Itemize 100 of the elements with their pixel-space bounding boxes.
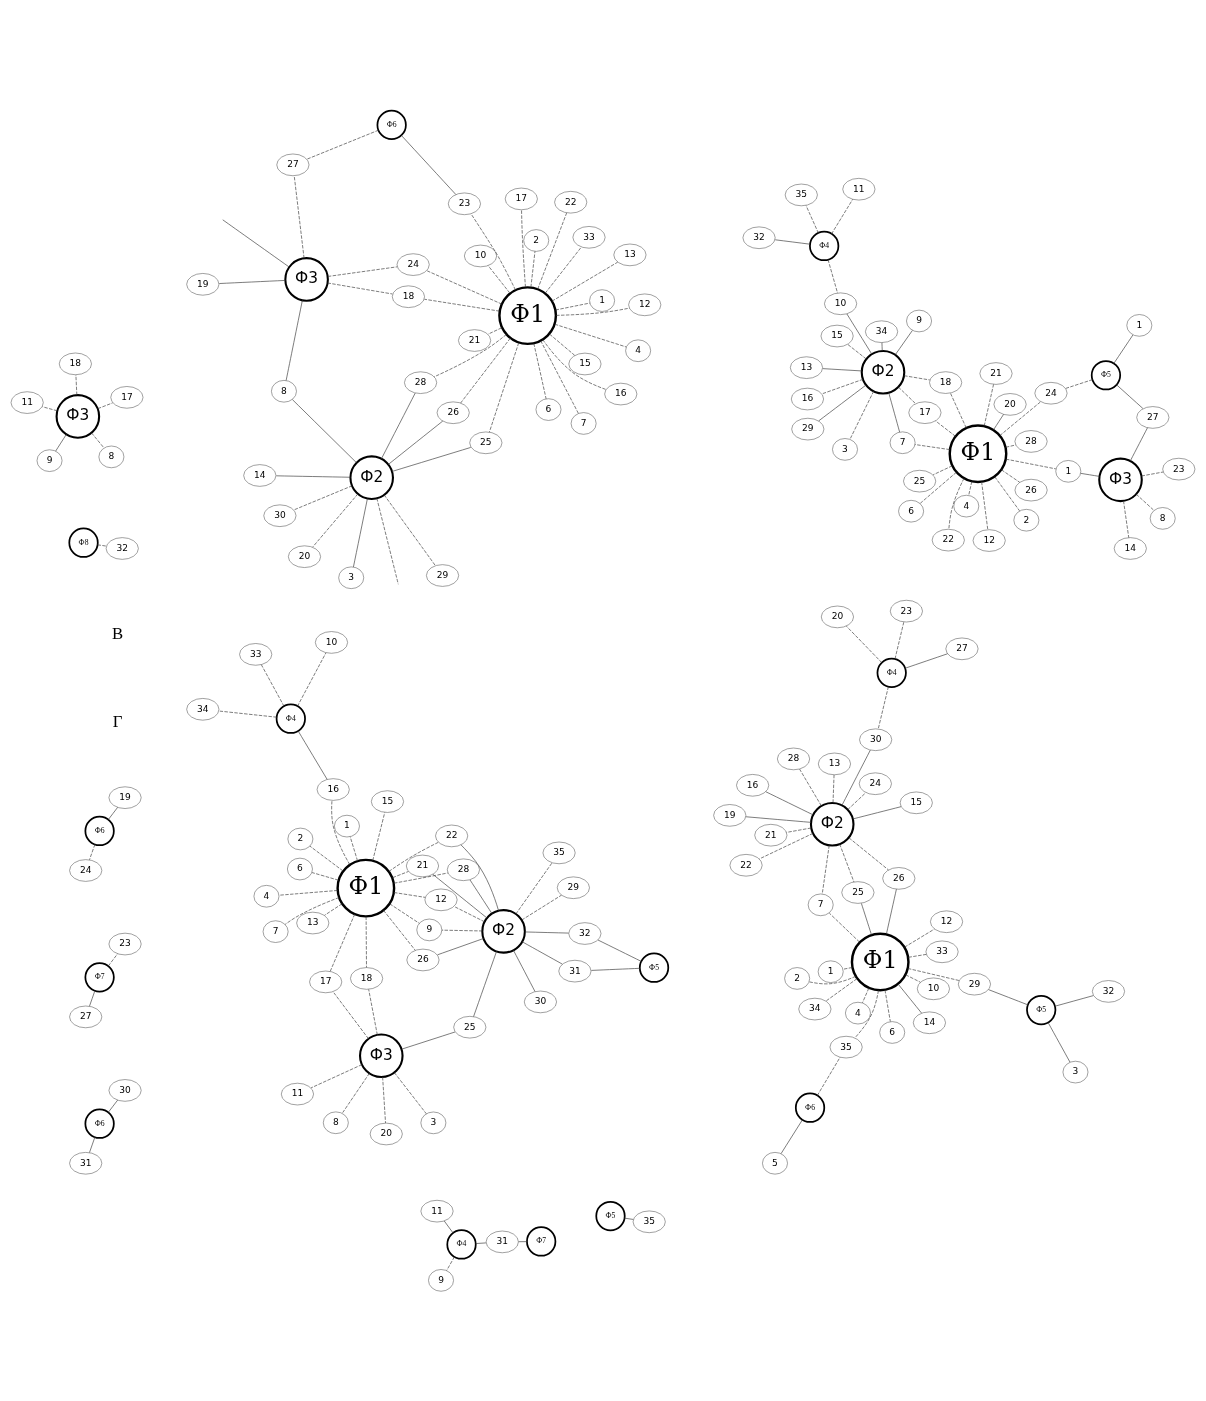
node-circle: Ф6 bbox=[84, 815, 115, 846]
connector bbox=[808, 975, 856, 984]
connector bbox=[332, 990, 369, 1039]
connector bbox=[312, 493, 359, 547]
node-circle: Ф1 bbox=[948, 423, 1008, 483]
node-ellipse: 7 bbox=[807, 893, 834, 916]
connector bbox=[460, 844, 499, 911]
connector bbox=[441, 929, 483, 931]
node-ellipse: 11 bbox=[281, 1082, 314, 1105]
node-ellipse: 1 bbox=[589, 288, 615, 312]
connector bbox=[821, 378, 864, 394]
connector bbox=[388, 420, 444, 465]
node-ellipse: 11 bbox=[420, 1199, 454, 1222]
connector bbox=[542, 338, 607, 390]
node-ellipse: 35 bbox=[542, 841, 576, 864]
node-ellipse: 11 bbox=[842, 177, 876, 200]
node-circle: Ф8 bbox=[68, 527, 99, 558]
connector bbox=[522, 941, 563, 964]
node-ellipse: 33 bbox=[925, 940, 959, 963]
connector bbox=[260, 663, 285, 707]
node-ellipse: 15 bbox=[899, 791, 933, 814]
node-circle: Ф6 bbox=[794, 1092, 826, 1123]
node-ellipse: 18 bbox=[392, 285, 425, 308]
node-ellipse: 25 bbox=[453, 1015, 487, 1038]
node-ellipse: 1 bbox=[334, 814, 360, 837]
connector bbox=[460, 337, 511, 403]
connector bbox=[518, 1240, 528, 1242]
connector bbox=[327, 282, 393, 294]
connector bbox=[306, 129, 379, 159]
connector bbox=[540, 340, 579, 414]
connector bbox=[424, 298, 500, 311]
connector bbox=[426, 269, 503, 304]
node-ellipse: 4 bbox=[253, 884, 280, 907]
connector bbox=[919, 471, 957, 504]
node-ellipse: 26 bbox=[406, 948, 440, 971]
node-ellipse: 18 bbox=[58, 352, 92, 375]
node-ellipse: 13 bbox=[296, 911, 330, 934]
connector bbox=[774, 238, 811, 245]
connector bbox=[544, 246, 582, 294]
node-circle: Ф2 bbox=[481, 908, 526, 954]
node-ellipse: 23 bbox=[889, 599, 923, 622]
connector bbox=[849, 390, 874, 440]
connector bbox=[555, 302, 591, 310]
connector bbox=[827, 258, 838, 293]
connector bbox=[275, 474, 351, 478]
node-ellipse: 35 bbox=[784, 183, 818, 206]
connector bbox=[469, 879, 493, 914]
node-ellipse: 20 bbox=[288, 545, 321, 568]
connector bbox=[780, 1118, 803, 1154]
node-circle: Ф5 bbox=[595, 1200, 626, 1231]
node-ellipse: 21 bbox=[979, 361, 1013, 385]
connector bbox=[392, 870, 409, 878]
connector bbox=[994, 475, 1020, 511]
node-ellipse: 34 bbox=[798, 997, 832, 1020]
label: В bbox=[111, 623, 124, 643]
connector bbox=[218, 279, 286, 284]
node-ellipse: 19 bbox=[186, 272, 220, 295]
connector bbox=[42, 405, 58, 411]
connector bbox=[1005, 444, 1017, 448]
connector bbox=[908, 953, 927, 958]
connector bbox=[533, 342, 547, 399]
node-ellipse: 23 bbox=[448, 192, 481, 215]
node-ellipse: 12 bbox=[972, 528, 1006, 552]
node-ellipse: 6 bbox=[287, 857, 313, 880]
connector bbox=[884, 989, 891, 1022]
node-ellipse: 6 bbox=[898, 499, 924, 522]
node-ellipse: 20 bbox=[993, 392, 1027, 416]
node-ellipse: 1 bbox=[1055, 459, 1082, 482]
node-ellipse: 7 bbox=[262, 920, 289, 943]
node-ellipse: 24 bbox=[69, 858, 103, 882]
node-circle: Ф7 bbox=[84, 961, 115, 992]
node-ellipse: 23 bbox=[1162, 457, 1196, 480]
node-circle: Ф3 bbox=[55, 393, 101, 439]
connector bbox=[907, 967, 960, 981]
connector bbox=[107, 806, 118, 820]
node-ellipse: 9 bbox=[416, 918, 443, 941]
connector bbox=[895, 329, 913, 355]
node-ellipse: 29 bbox=[556, 876, 590, 899]
connector bbox=[89, 1136, 96, 1153]
connector bbox=[89, 843, 96, 860]
node-ellipse: 30 bbox=[263, 504, 297, 527]
node-ellipse: 8 bbox=[98, 445, 125, 468]
node-circle: Ф2 bbox=[860, 349, 906, 394]
node-ellipse: 3 bbox=[1062, 1060, 1089, 1083]
connector bbox=[1116, 383, 1144, 409]
node-ellipse: 26 bbox=[882, 866, 916, 890]
node-ellipse: 1 bbox=[1126, 313, 1153, 337]
node-ellipse: 32 bbox=[1092, 979, 1125, 1003]
connector bbox=[91, 432, 105, 448]
connector bbox=[848, 837, 889, 870]
node-ellipse: 27 bbox=[276, 153, 310, 176]
node-ellipse: 28 bbox=[1014, 429, 1048, 453]
node-ellipse: 29 bbox=[426, 563, 459, 587]
connector bbox=[331, 799, 351, 865]
node-ellipse: 31 bbox=[485, 1230, 519, 1253]
connector bbox=[839, 843, 855, 882]
connector bbox=[353, 497, 368, 567]
connector bbox=[914, 443, 951, 450]
connector bbox=[487, 326, 503, 335]
node-ellipse: 23 bbox=[108, 932, 142, 955]
